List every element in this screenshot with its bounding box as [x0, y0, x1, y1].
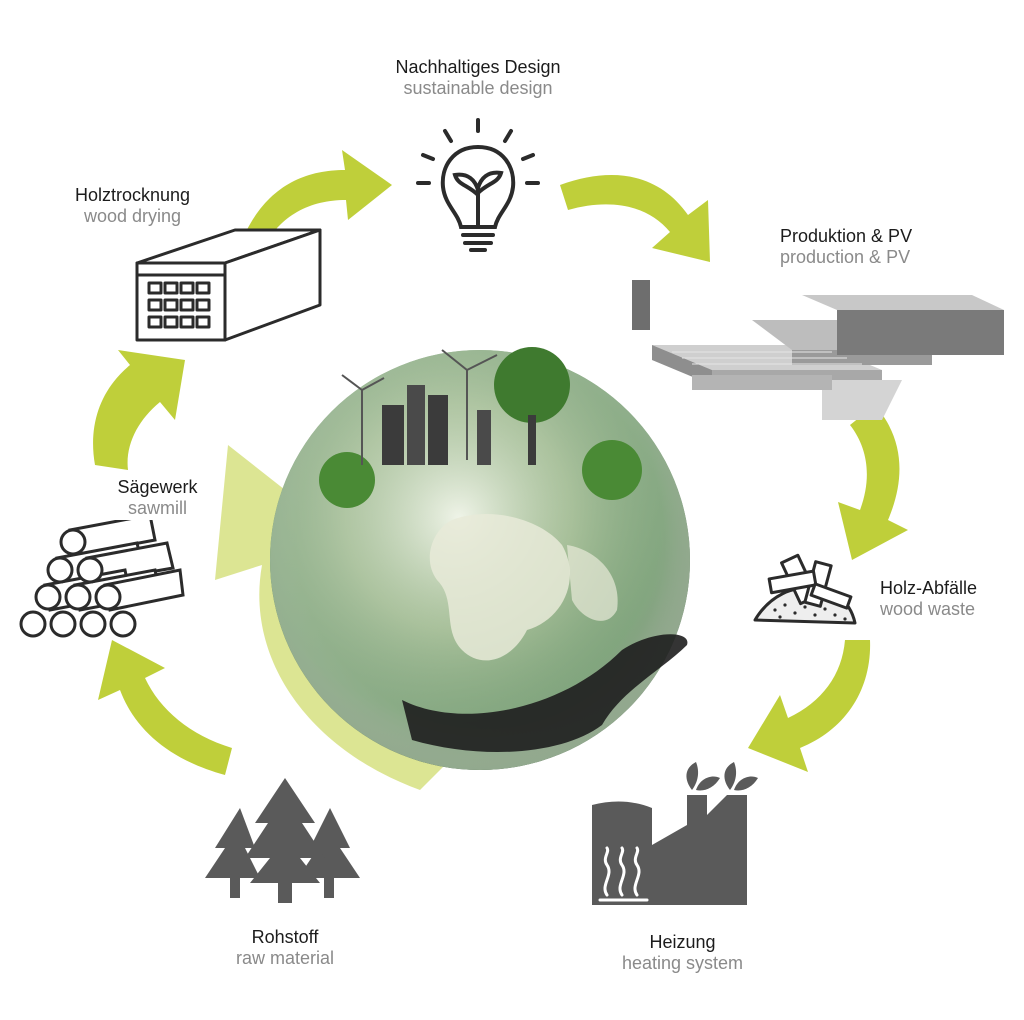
label-sawmill-en: sawmill: [127, 498, 187, 519]
heating-plant-icon: [592, 762, 758, 905]
label-drying: Holztrocknung wood drying: [55, 185, 210, 227]
label-waste-de: Holz-Abfälle: [880, 578, 978, 598]
label-design-de: Nachhaltiges Design: [395, 57, 561, 77]
label-raw-de: Rohstoff: [251, 927, 319, 947]
arrow-raw-to-sawmill: [98, 640, 232, 775]
label-production-en: production & PV: [780, 247, 911, 268]
label-waste: Holz-Abfälle wood waste: [880, 578, 1015, 620]
forest-trees-icon: [205, 778, 360, 903]
label-raw: Rohstoff raw material: [215, 927, 355, 969]
label-sawmill-de: Sägewerk: [117, 477, 198, 497]
wood-chips-icon: [753, 553, 857, 625]
lightbulb-sprout-icon: [416, 118, 540, 252]
drying-kiln-icon: [135, 228, 322, 342]
label-design-en: sustainable design: [403, 78, 553, 99]
label-heating-en: heating system: [621, 953, 744, 974]
label-production: Produktion & PV production & PV: [780, 226, 955, 268]
arrow-production-to-waste: [838, 405, 908, 560]
label-raw-en: raw material: [235, 948, 335, 969]
label-heating-de: Heizung: [649, 932, 716, 952]
arrow-drying-to-design: [240, 150, 392, 250]
label-waste-en: wood waste: [880, 599, 976, 620]
label-heating: Heizung heating system: [600, 932, 765, 974]
factory-building-icon: [632, 280, 1004, 420]
label-drying-de: Holztrocknung: [74, 185, 191, 205]
label-design: Nachhaltiges Design sustainable design: [362, 57, 594, 99]
globe-in-hand-icon: [270, 347, 690, 770]
log-stack-icon: [19, 520, 185, 638]
arrow-waste-to-heating: [748, 640, 871, 772]
arrow-design-to-production: [560, 175, 710, 262]
label-sawmill: Sägewerk sawmill: [100, 477, 215, 519]
label-production-de: Produktion & PV: [780, 226, 913, 246]
label-drying-en: wood drying: [83, 206, 182, 227]
arrow-sawmill-to-drying: [93, 350, 185, 470]
